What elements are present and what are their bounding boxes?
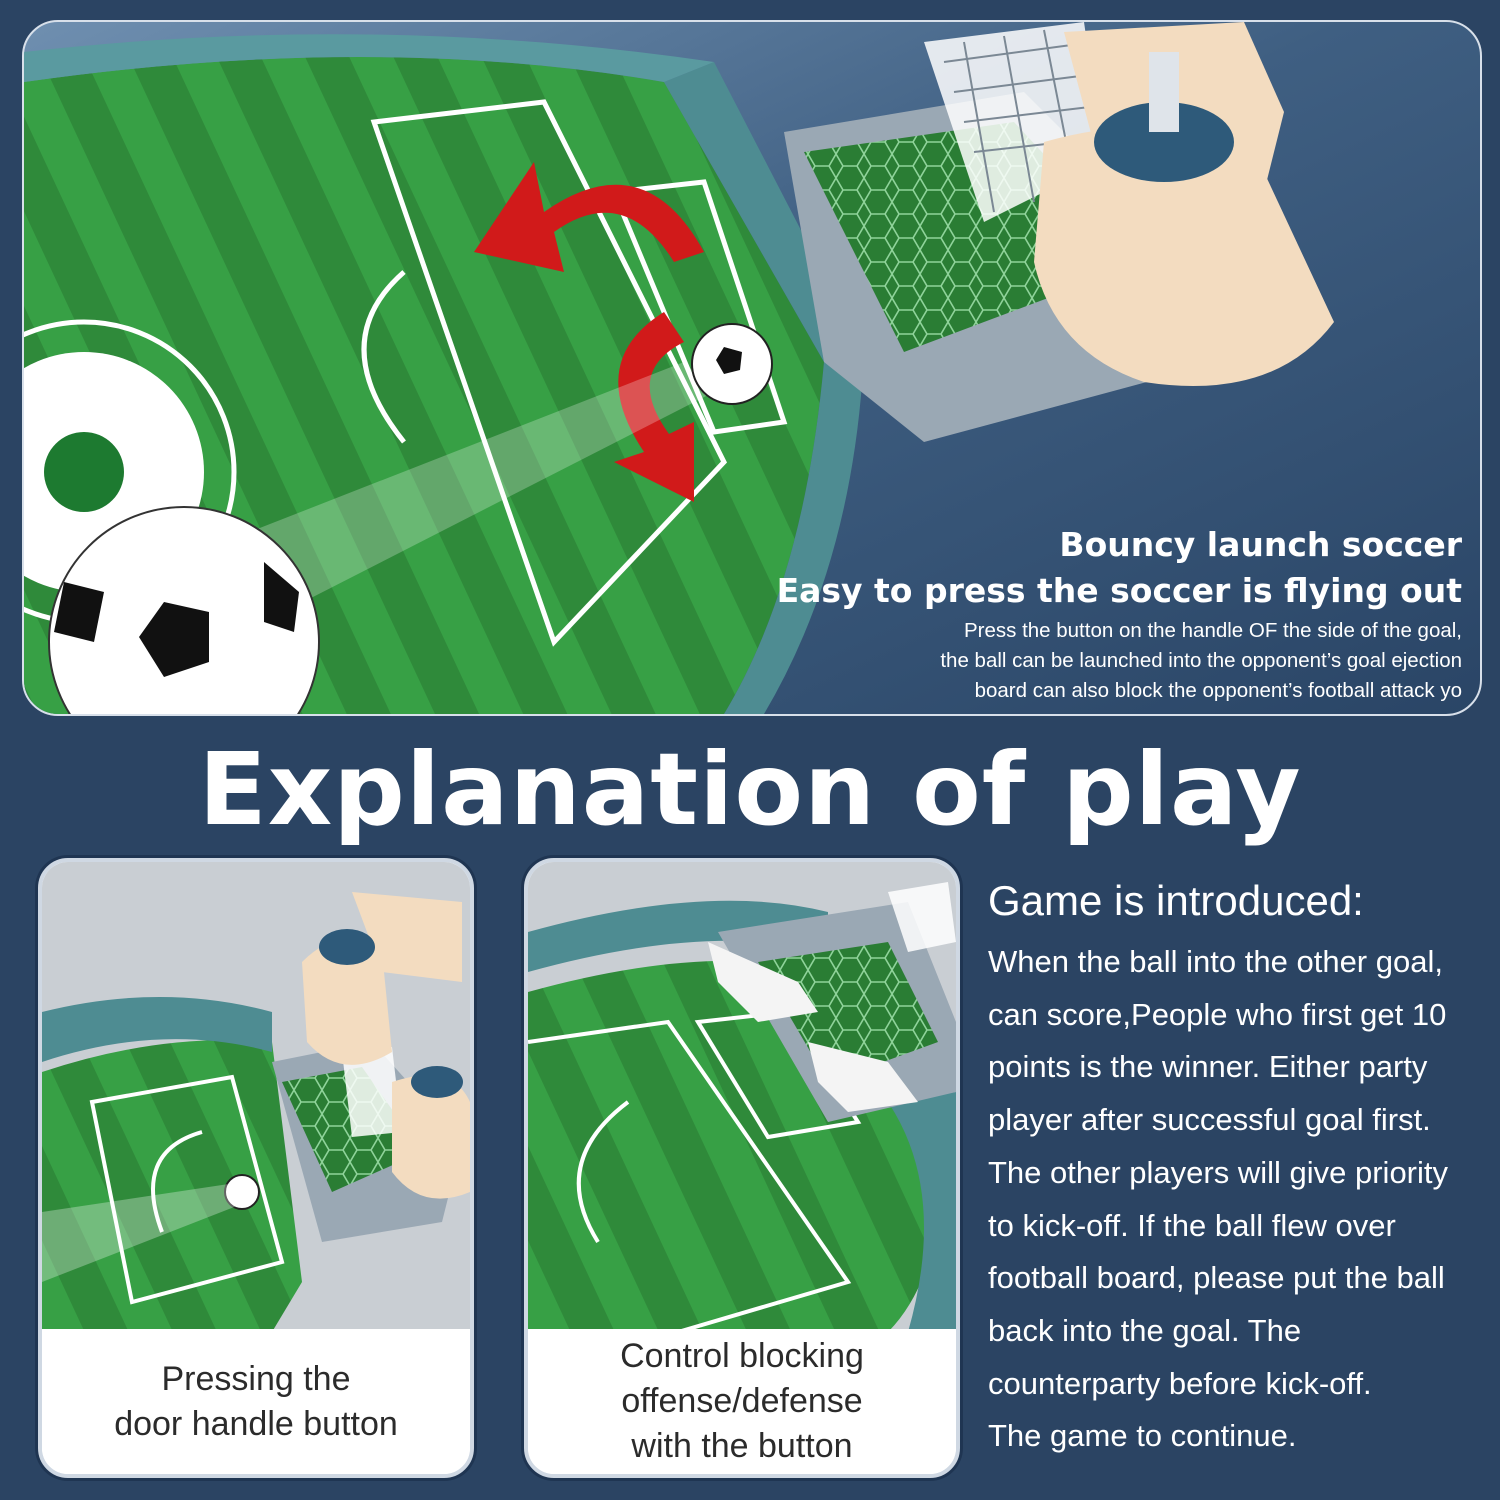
handle-button: [1094, 102, 1234, 182]
intro-line: The game to continue.: [988, 1418, 1297, 1454]
caption-line: door handle button: [114, 1404, 398, 1443]
board-rim: [664, 62, 864, 714]
hero-text: Bouncy launch soccer Easy to press the s…: [702, 522, 1462, 706]
hero-description-line: board can also block the opponent’s foot…: [974, 679, 1462, 702]
hero-panel: Bouncy launch soccer Easy to press the s…: [22, 20, 1482, 716]
hand: [1034, 127, 1334, 387]
game-intro: Game is introduced: When the ball into t…: [988, 870, 1493, 1463]
card-pressing-button: Pressing the door handle button: [38, 858, 474, 1478]
intro-line: back into the goal. The: [988, 1312, 1302, 1348]
hand-bottom: [392, 1075, 470, 1199]
caption-line: offense/defense: [621, 1382, 863, 1420]
caption-line: with the button: [631, 1427, 853, 1465]
intro-line: player after successful goal first.: [988, 1102, 1431, 1138]
blocker-glove-bottom: [808, 1042, 918, 1112]
intro-body: When the ball into the other goal, can s…: [988, 936, 1493, 1463]
hero-description-line: the ball can be launched into the oppone…: [940, 649, 1462, 672]
caption-line: Pressing the: [161, 1359, 351, 1398]
intro-line: can score,People who first get 10: [988, 996, 1447, 1032]
intro-line: The other players will give priority: [988, 1154, 1449, 1190]
section-title: Explanation of play: [198, 731, 1302, 848]
intro-line: When the ball into the other goal,: [988, 944, 1443, 979]
card-control-blocking: Control blocking offense/defense with th…: [524, 858, 960, 1478]
red-arrow-top: [474, 162, 704, 272]
hero-subheadline: Easy to press the soccer is flying out: [776, 571, 1462, 610]
card-caption-block: Control blocking offense/defense with th…: [528, 1329, 956, 1474]
blocker-glove-top: [708, 942, 818, 1022]
intro-heading: Game is introduced:: [988, 877, 1364, 924]
hero-headline: Bouncy launch soccer: [1059, 525, 1462, 564]
card-caption-press: Pressing the door handle button: [42, 1329, 470, 1474]
caption-line: Control blocking: [620, 1337, 864, 1375]
card-illustration-block: [528, 862, 956, 1332]
hand-top: [302, 939, 392, 1065]
intro-line: counterparty before kick-off.: [988, 1365, 1372, 1401]
intro-line: to kick-off. If the ball flew over: [988, 1207, 1396, 1243]
hero-illustration: [24, 22, 1334, 714]
hero-description-line: Press the button on the handle OF the si…: [963, 619, 1462, 642]
card-illustration-press: [42, 862, 470, 1332]
intro-line: points is the winner. Either party: [988, 1049, 1428, 1085]
red-arrow-bottom: [614, 312, 694, 502]
intro-line: football board, please put the ball: [988, 1260, 1445, 1296]
